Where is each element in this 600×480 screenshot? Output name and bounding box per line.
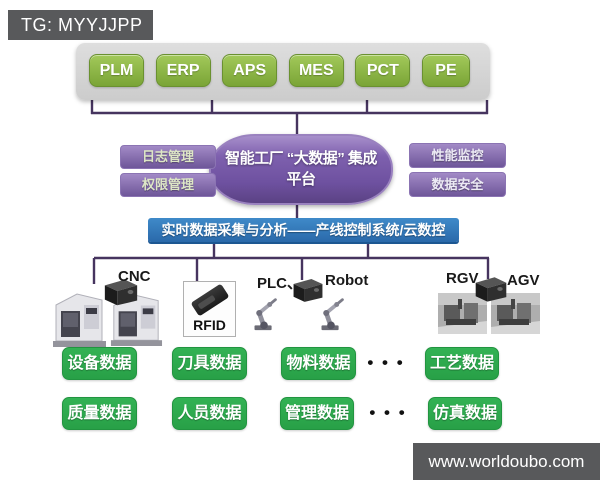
realtime-data-acquisition-bar: 实时数据采集与分析——产线控制系统/云数控 xyxy=(148,218,459,242)
system-button-mes: MES xyxy=(288,54,344,87)
cnc-controller-box-icon xyxy=(104,279,138,306)
system-button-erp: ERP xyxy=(155,54,211,87)
rfid-device-icon xyxy=(190,283,230,317)
website-watermark-badge: www.worldoubo.com xyxy=(413,443,600,480)
system-button-plm: PLM xyxy=(89,54,144,87)
ellipsis-row1: • • • xyxy=(367,353,403,372)
big-data-platform-node: 智能工厂 “大数据” 集成平台 xyxy=(209,134,393,205)
system-button-aps: APS xyxy=(222,54,278,87)
rgv-controller-box-icon xyxy=(475,277,507,302)
data-box-quality: 质量数据 xyxy=(62,397,137,430)
data-box-equipment: 设备数据 xyxy=(62,347,137,380)
agv-label: AGV xyxy=(507,272,540,289)
rgv-label: RGV xyxy=(446,270,479,287)
agv-vehicle-photo xyxy=(491,293,540,334)
rfid-reader-photo: RFID xyxy=(183,281,236,337)
cnc-machine-photo xyxy=(110,294,163,346)
cnc-label: CNC xyxy=(118,268,151,285)
platform-title: 智能工厂 “大数据” 集成平台 xyxy=(225,150,377,188)
robot-label: Robot xyxy=(325,272,369,289)
rfid-label: RFID xyxy=(193,317,226,333)
systems-panel: PLM ERP APS MES PCT PE xyxy=(76,43,490,100)
plc-label: PLC、 xyxy=(257,275,303,292)
ellipsis-row2: • • • xyxy=(369,403,405,422)
module-data-security: 数据安全 xyxy=(409,172,506,197)
rgv-vehicle-photo xyxy=(438,293,487,334)
plc-controller-box-icon xyxy=(293,278,323,302)
data-box-process: 工艺数据 xyxy=(425,347,499,380)
module-performance-monitoring: 性能监控 xyxy=(409,143,506,168)
cnc-machine-photo xyxy=(53,293,106,347)
data-box-personnel: 人员数据 xyxy=(172,397,247,430)
data-box-tool: 刀具数据 xyxy=(172,347,247,380)
system-button-pct: PCT xyxy=(355,54,411,87)
data-box-material: 物料数据 xyxy=(281,347,356,380)
module-log-management: 日志管理 xyxy=(120,145,216,169)
robot-arm-photo xyxy=(254,298,277,331)
data-box-management: 管理数据 xyxy=(280,397,354,430)
system-button-pe: PE xyxy=(421,54,470,87)
robot-arm-photo xyxy=(321,298,344,331)
data-box-simulation: 仿真数据 xyxy=(428,397,502,430)
tg-watermark-badge: TG: MYYJJPP xyxy=(8,10,153,40)
module-permission-management: 权限管理 xyxy=(120,173,216,197)
